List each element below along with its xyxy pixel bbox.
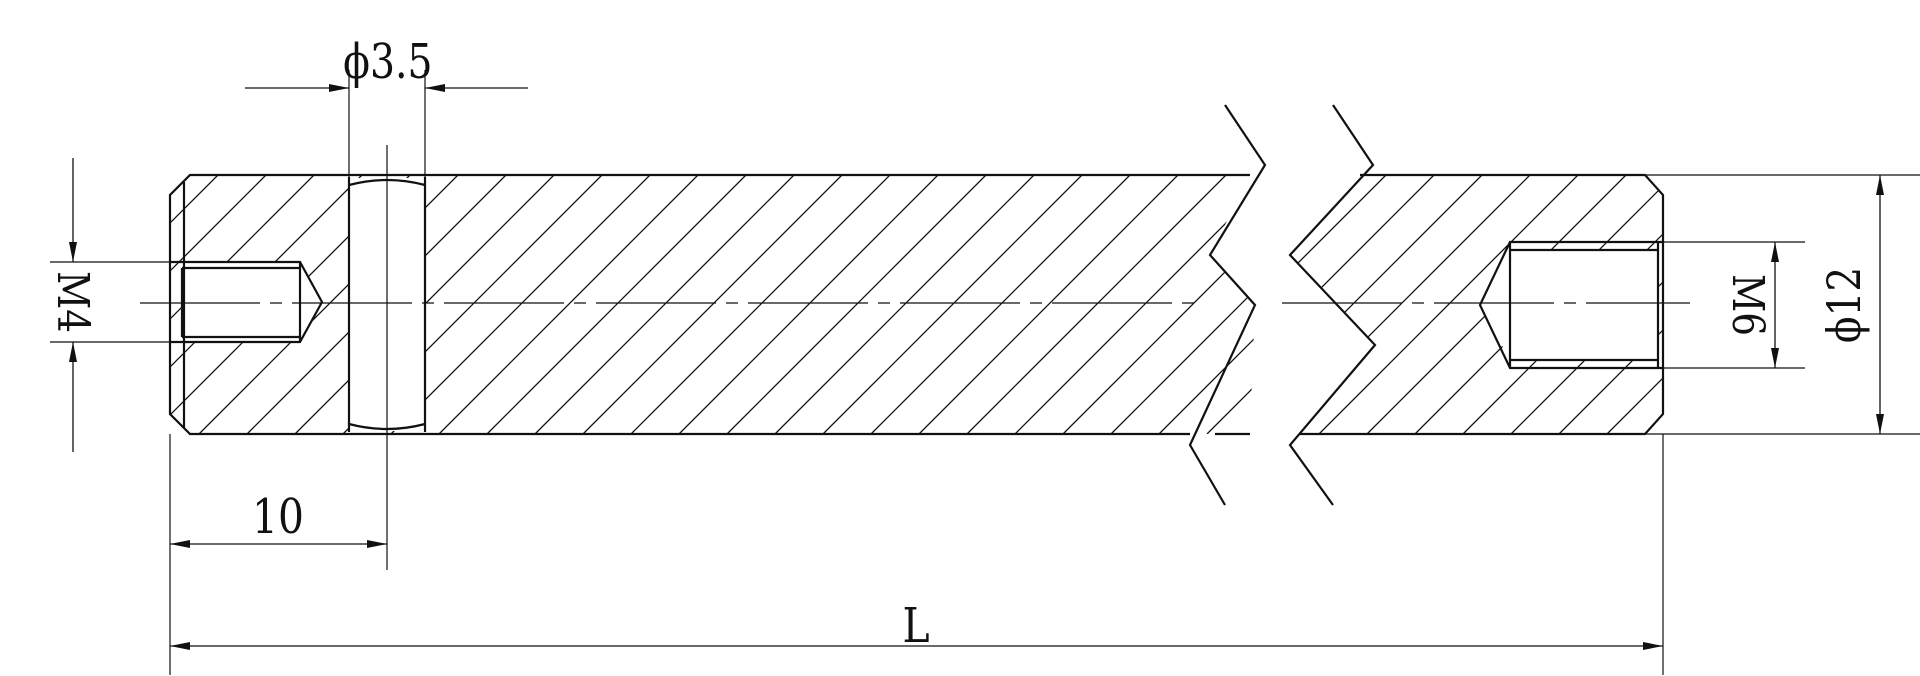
hatch-line [1558, 175, 1663, 434]
hatch-line [1254, 175, 1255, 434]
hatch-line [170, 175, 219, 434]
center-line [140, 145, 1690, 570]
hatch-line [1290, 175, 1339, 434]
hatch-line [966, 175, 1227, 434]
hatch-line [582, 175, 843, 434]
hatch-line [678, 175, 939, 434]
hatch-line [918, 175, 1179, 434]
length-label: L [902, 598, 929, 654]
left-thread-label: M4 [47, 271, 99, 333]
hatch-right-section [1290, 175, 1663, 434]
hatch-line [1110, 175, 1255, 434]
part-outline [168, 104, 1665, 506]
hatch-line [630, 175, 891, 434]
hatch-line [1318, 175, 1579, 434]
hole-whiteouts [182, 178, 1658, 431]
hatch-line [438, 175, 699, 434]
hatch-line [870, 175, 1131, 434]
hatch-left-section [170, 175, 1255, 434]
outer-diameter-label: ϕ12 [1818, 267, 1872, 343]
hatch-line [170, 175, 267, 434]
extension-lines [50, 70, 1920, 675]
hatch-line [1290, 175, 1483, 434]
hatch-line [1206, 175, 1255, 434]
right-thread-label: M6 [1722, 274, 1774, 336]
hatch-line [1654, 175, 1663, 434]
hatch-line [822, 175, 1083, 434]
hatch-line [1158, 175, 1255, 434]
hole-offset-label: 10 [252, 489, 304, 545]
hole-diameter-label: ϕ3.5 [343, 34, 432, 90]
hatch-line [1606, 175, 1663, 434]
hatch-line [486, 175, 747, 434]
hatch-line [1290, 175, 1387, 434]
dimension-lines [69, 84, 1884, 650]
hatch-line [774, 175, 1035, 434]
hatch-line [390, 175, 651, 434]
hatch-line [534, 175, 795, 434]
hatch-line [1062, 175, 1255, 434]
hatch-line [1290, 175, 1291, 434]
hatch-line [726, 175, 987, 434]
